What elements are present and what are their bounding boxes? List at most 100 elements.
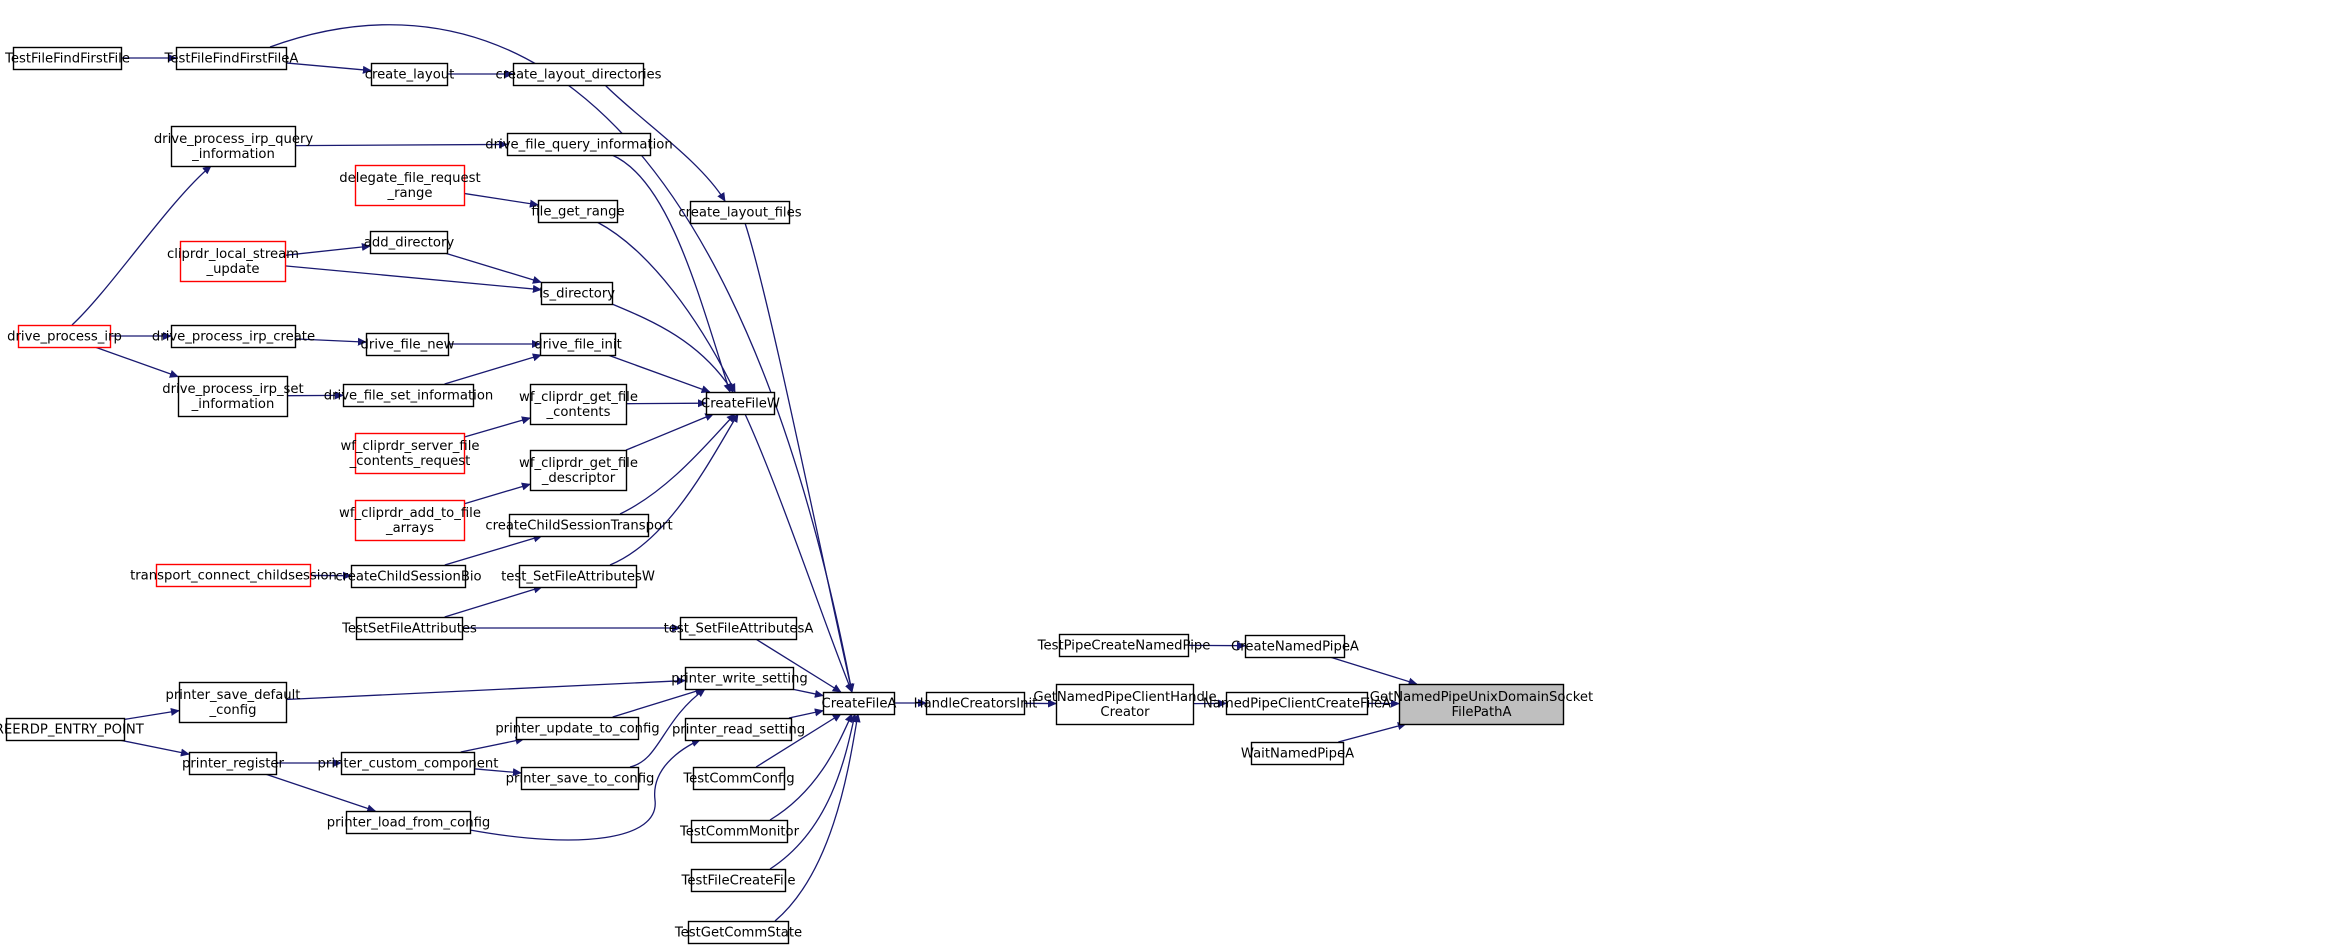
node-label: printer_load_from_config xyxy=(327,816,491,831)
node-printer_save_to_config[interactable]: printer_save_to_config xyxy=(506,766,655,791)
node-is_directory[interactable]: is_directory xyxy=(539,281,615,306)
node-printer_write_setting[interactable]: printer_write_setting xyxy=(671,666,808,691)
edge-wf_cliprdr_get_file_descriptor-to-CreateFileW xyxy=(625,413,715,451)
edge-createChildSessionTransport-to-CreateFileW xyxy=(619,413,736,515)
node-cliprdr_local_stream_update[interactable]: cliprdr_local_stream_update xyxy=(167,240,299,283)
node-printer_save_default_config[interactable]: printer_save_default_config xyxy=(166,681,301,724)
node-label: CreateFileW xyxy=(701,397,780,412)
node-WaitNamedPipeA[interactable]: WaitNamedPipeA xyxy=(1241,741,1354,766)
node-label: wf_cliprdr_get_file xyxy=(519,456,638,471)
node-label: file_get_range xyxy=(531,205,624,220)
node-label: printer_register xyxy=(182,757,285,772)
node-test_SetFileAttributesW[interactable]: test_SetFileAttributesW xyxy=(501,564,655,589)
node-printer_read_setting[interactable]: printer_read_setting xyxy=(672,717,805,742)
node-wf_cliprdr_get_file_contents[interactable]: wf_cliprdr_get_file_contents xyxy=(519,383,638,426)
node-create_layout_directories[interactable]: create_layout_directories xyxy=(495,62,662,87)
node-drive_process_irp_set_information[interactable]: drive_process_irp_set_information xyxy=(162,375,304,418)
node-printer_register[interactable]: printer_register xyxy=(182,751,285,776)
node-box xyxy=(1058,633,1190,658)
node-box xyxy=(155,563,312,588)
node-label: printer_save_to_config xyxy=(506,772,655,787)
node-file_get_range[interactable]: file_get_range xyxy=(531,199,625,224)
node-FREERDP_ENTRY_POINT[interactable]: FREERDP_ENTRY_POINT xyxy=(0,717,145,742)
node-drive_file_query_information[interactable]: drive_file_query_information xyxy=(485,132,673,157)
node-TestCommMonitor[interactable]: TestCommMonitor xyxy=(679,819,800,844)
node-CreateNamedPipeA[interactable]: CreateNamedPipeA xyxy=(1231,634,1359,659)
node-printer_update_to_config[interactable]: printer_update_to_config xyxy=(495,716,660,741)
node-wf_cliprdr_get_file_descriptor[interactable]: wf_cliprdr_get_file_descriptor xyxy=(519,449,638,492)
node-label: TestCommMonitor xyxy=(679,825,800,840)
node-box xyxy=(679,616,798,641)
node-drive_file_set_information[interactable]: drive_file_set_information xyxy=(324,383,494,408)
node-label: delegate_file_request xyxy=(339,171,480,186)
node-label: printer_read_setting xyxy=(672,723,805,738)
node-box xyxy=(12,46,123,71)
node-CreateFileA[interactable]: CreateFileA xyxy=(822,691,897,716)
node-createChildSessionBio[interactable]: createChildSessionBio xyxy=(335,564,482,589)
node-box xyxy=(687,920,790,945)
node-label: TestFileFindFirstFileA xyxy=(164,52,299,67)
node-create_layout_files[interactable]: create_layout_files xyxy=(678,200,802,225)
edge-CreateFileW-to-CreateFileA xyxy=(744,413,853,693)
node-label: _information xyxy=(191,147,275,162)
node-label: FREERDP_ENTRY_POINT xyxy=(0,723,145,738)
node-createChildSessionTransport[interactable]: createChildSessionTransport xyxy=(485,513,673,538)
node-TestFileCreateFile[interactable]: TestFileCreateFile xyxy=(681,868,796,893)
node-label: create_layout_files xyxy=(678,206,801,221)
node-printer_load_from_config[interactable]: printer_load_from_config xyxy=(327,810,491,835)
edge-TestSetFileAttributes-to-test_SetFileAttributesW xyxy=(444,585,543,618)
edge-printer_custom_component-to-printer_save_to_config xyxy=(473,768,522,777)
edge-printer_custom_component-to-printer_update_to_config xyxy=(460,736,525,753)
node-transport_connect_childsession[interactable]: transport_connect_childsession xyxy=(130,563,337,588)
node-label: printer_write_setting xyxy=(671,672,808,687)
node-label: TestPipeCreateNamedPipe xyxy=(1037,639,1211,654)
node-label: TestCommConfig xyxy=(682,772,794,787)
node-box xyxy=(350,564,467,589)
node-printer_custom_component[interactable]: printer_custom_component xyxy=(318,751,499,776)
node-label: TestGetCommState xyxy=(674,926,802,941)
node-add_directory[interactable]: add_directory xyxy=(364,230,455,255)
node-box xyxy=(705,391,776,416)
node-create_layout[interactable]: create_layout xyxy=(365,62,455,87)
node-box xyxy=(506,132,652,157)
node-test_SetFileAttributesA[interactable]: test_SetFileAttributesA xyxy=(664,616,814,641)
node-TestFileFindFirstFile[interactable]: TestFileFindFirstFile xyxy=(4,46,130,71)
node-drive_process_irp[interactable]: drive_process_irp xyxy=(7,324,122,349)
node-box xyxy=(1055,683,1195,726)
node-box xyxy=(188,751,278,776)
edge-add_directory-to-is_directory xyxy=(444,252,542,284)
edge-drive_process_irp-to-drive_process_irp_query_information xyxy=(71,165,212,326)
node-box xyxy=(175,46,288,71)
node-delegate_file_request_range[interactable]: delegate_file_request_range xyxy=(339,164,481,207)
node-box xyxy=(529,383,628,426)
node-TestSetFileAttributes[interactable]: TestSetFileAttributes xyxy=(341,616,477,641)
node-CreateFileW[interactable]: CreateFileW xyxy=(701,391,780,416)
node-drive_file_new[interactable]: drive_file_new xyxy=(361,332,455,357)
node-label: drive_file_new xyxy=(361,338,455,353)
node-HandleCreatorsInit[interactable]: HandleCreatorsInit xyxy=(914,691,1038,716)
edge-printer_register-to-printer_load_from_config xyxy=(265,773,377,813)
node-TestPipeCreateNamedPipe[interactable]: TestPipeCreateNamedPipe xyxy=(1037,633,1211,658)
node-label: TestSetFileAttributes xyxy=(341,622,477,637)
node-label: FilePathA xyxy=(1451,705,1511,720)
node-label: CreateNamedPipeA xyxy=(1231,640,1359,655)
edges-layer xyxy=(71,24,1418,922)
node-box xyxy=(355,616,464,641)
node-drive_process_irp_create[interactable]: drive_process_irp_create xyxy=(152,324,315,349)
node-TestFileFindFirstFileA[interactable]: TestFileFindFirstFileA xyxy=(164,46,299,71)
node-TestGetCommState[interactable]: TestGetCommState xyxy=(674,920,802,945)
node-label: drive_file_init xyxy=(534,338,622,353)
node-drive_process_irp_query_information[interactable]: drive_process_irp_query_information xyxy=(154,125,314,168)
node-drive_file_init[interactable]: drive_file_init xyxy=(534,332,622,357)
node-box xyxy=(340,751,476,776)
node-box xyxy=(518,564,638,589)
node-NamedPipeClientCreateFileA[interactable]: NamedPipeClientCreateFileA xyxy=(1203,691,1391,716)
edge-printer_update_to_config-to-printer_write_setting xyxy=(612,687,705,718)
node-wf_cliprdr_add_to_file_arrays[interactable]: wf_cliprdr_add_to_file_arrays xyxy=(339,499,481,542)
node-wf_cliprdr_server_file_contents_request[interactable]: wf_cliprdr_server_file_contents_request xyxy=(341,432,480,475)
node-TestCommConfig[interactable]: TestCommConfig xyxy=(682,766,795,791)
node-label: is_directory xyxy=(539,287,615,302)
edge-TestFileFindFirstFileA-to-CreateFileA xyxy=(269,24,855,693)
